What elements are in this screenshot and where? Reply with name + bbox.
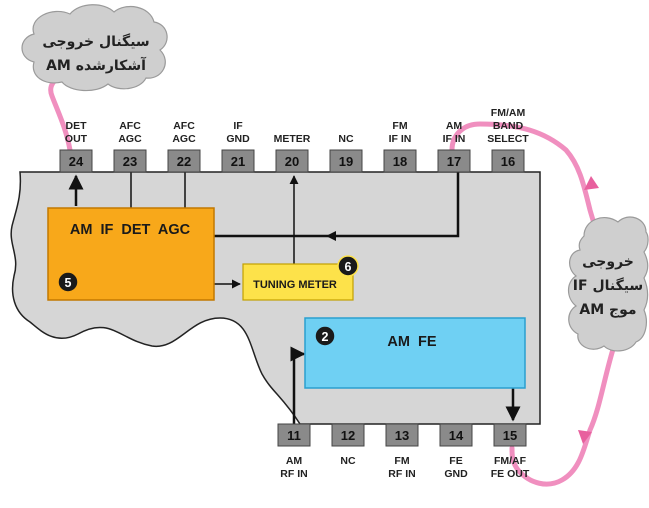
tuning-badge [337, 255, 359, 277]
tuning-meter-block [242, 263, 354, 301]
top-pin-19 [329, 149, 363, 173]
top-pin-18 [383, 149, 417, 173]
top-pin-label-21-0: IF [233, 120, 243, 132]
top-pin-number-19: 19 [339, 154, 353, 169]
bottom-pin-label-14-0: FE [449, 455, 462, 467]
left-cloud-line-1: سیگنال خروجی [42, 33, 149, 50]
bottom-pin-label-11-0: AM [286, 455, 303, 467]
bottom-pin-label-11-1: RF IN [280, 468, 307, 480]
right-cloud-line-2: سیگنال IF [573, 277, 643, 294]
bottom-pin-label-14-1: GND [444, 468, 468, 480]
bottom-pin-label-13-1: RF IN [388, 468, 415, 480]
bottom-pin-15 [493, 423, 527, 447]
bottom-pin-number-15: 15 [503, 428, 517, 443]
bottom-pin-12 [331, 423, 365, 447]
top-pin-21 [221, 149, 255, 173]
top-pin-label-16-2: SELECT [487, 133, 529, 145]
top-pin-label-19-0: NC [338, 133, 354, 145]
bottom-pin-number-12: 12 [341, 428, 355, 443]
am-fe-block [304, 317, 526, 389]
right-bottom-signal-arrow [578, 430, 592, 444]
right-top-signal-arrow [584, 176, 599, 190]
wire-17-to-am-if [214, 172, 460, 238]
top-pin-24 [59, 149, 93, 173]
am-if-badge [57, 271, 79, 293]
wire-17-arrowhead [326, 231, 336, 241]
top-pin-label-16-1: BAND [493, 120, 524, 132]
top-pin-17 [437, 149, 471, 173]
right-cloud [567, 216, 649, 352]
tuning-meter-label: TUNING METER [253, 279, 337, 291]
top-pin-16 [491, 149, 525, 173]
left-cloud-line-2: آشکارشده AM [46, 56, 147, 74]
top-pin-20 [275, 149, 309, 173]
top-pin-label-20-0: METER [274, 133, 311, 145]
tuning-badge-number: 6 [345, 260, 352, 274]
bottom-pin-number-11: 11 [287, 428, 301, 443]
top-pin-label-16-0: FM/AM [491, 107, 526, 119]
right-cloud-line-3: موج AM [579, 302, 636, 318]
top-pin-number-20: 20 [285, 154, 299, 169]
top-pin-label-21-1: GND [226, 133, 250, 145]
top-pin-label-22-1: AGC [172, 133, 196, 145]
am-fe-label: AM FE [387, 334, 436, 350]
am-fe-badge-number: 2 [322, 330, 329, 344]
top-pin-number-21: 21 [231, 154, 245, 169]
am-fe-badge [314, 325, 336, 347]
bottom-pin-label-15-1: FE OUT [491, 468, 530, 480]
pin-group: 24DETOUT23AFCAGC22AFCAGC21IFGND20METER19… [59, 107, 530, 480]
bottom-pin-label-13-0: FM [394, 455, 409, 467]
top-pin-number-16: 16 [501, 154, 515, 169]
bottom-pin-number-13: 13 [395, 428, 409, 443]
wire-pin11-to-am-fe [290, 346, 306, 424]
am-if-det-agc-label: AM IF DET AGC [70, 222, 191, 238]
am-if-badge-number: 5 [65, 276, 72, 290]
bottom-pin-number-14: 14 [449, 428, 464, 443]
top-pin-number-23: 23 [123, 154, 137, 169]
right-cloud-line-1: خروجی [582, 254, 634, 270]
top-pin-label-22-0: AFC [173, 120, 195, 132]
top-pin-23 [113, 149, 147, 173]
top-pin-label-23-0: AFC [119, 120, 141, 132]
top-pin-label-18-1: IF IN [389, 133, 412, 145]
top-pin-number-24: 24 [69, 154, 84, 169]
bottom-pin-label-15-0: FM/AF [494, 455, 527, 467]
top-pin-label-18-0: FM [392, 120, 407, 132]
top-pin-label-24-1: OUT [65, 133, 88, 145]
bottom-pin-13 [385, 423, 419, 447]
top-pin-number-17: 17 [447, 154, 461, 169]
top-pin-22 [167, 149, 201, 173]
top-pin-label-23-1: AGC [118, 133, 142, 145]
top-pin-number-18: 18 [393, 154, 407, 169]
bottom-pin-11 [277, 423, 311, 447]
top-pin-number-22: 22 [177, 154, 191, 169]
right-top-signal-path [449, 121, 605, 251]
bottom-pin-label-12-0: NC [340, 455, 356, 467]
top-pin-label-17-0: AM [446, 120, 463, 132]
top-pin-label-24-0: DET [66, 120, 88, 132]
bottom-pin-14 [439, 423, 473, 447]
top-pin-label-17-1: IF IN [443, 133, 466, 145]
right-bottom-signal-path [509, 343, 617, 487]
left-cloud [21, 4, 168, 92]
